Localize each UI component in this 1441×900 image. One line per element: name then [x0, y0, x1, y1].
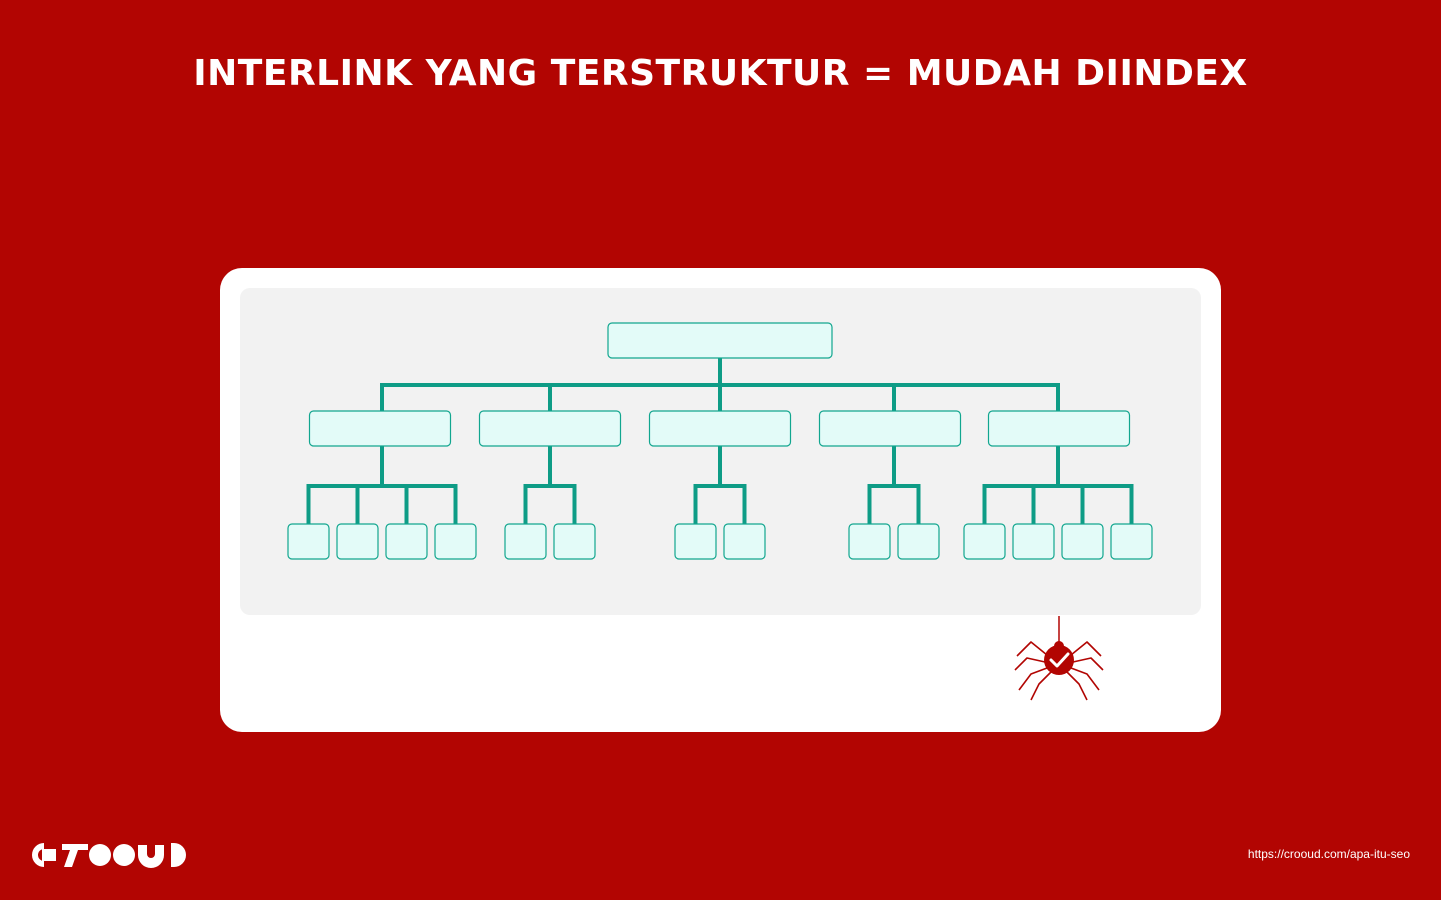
- leaf-node: [723, 523, 766, 560]
- check-icon: [1049, 652, 1070, 668]
- spider-leg: [1070, 641, 1102, 657]
- leaf-node: [336, 523, 379, 560]
- tree-nodes: [287, 322, 1153, 560]
- leaf-node: [1061, 523, 1104, 560]
- branch-node: [818, 410, 962, 447]
- leaf-node: [1012, 523, 1055, 560]
- branch-node: [648, 410, 792, 447]
- branch-node: [308, 410, 452, 447]
- leaf-node: [963, 523, 1006, 560]
- leaf-node: [434, 523, 477, 560]
- spider-body: [1044, 645, 1074, 675]
- leaf-node: [1110, 523, 1153, 560]
- leaf-node: [553, 523, 596, 560]
- branch-node: [478, 410, 622, 447]
- spider-leg: [1030, 671, 1052, 701]
- leaf-node: [504, 523, 547, 560]
- leaf-node: [287, 523, 330, 560]
- branch-node: [987, 410, 1131, 447]
- spider-leg: [1014, 657, 1046, 671]
- spider-leg: [1070, 667, 1100, 691]
- crooud-logo-icon: [32, 843, 186, 868]
- leaf-node: [848, 523, 891, 560]
- source-url[interactable]: https://crooud.com/apa-itu-seo: [1247, 847, 1410, 861]
- spider-leg: [1072, 657, 1104, 671]
- leaf-node: [674, 523, 717, 560]
- page-title: INTERLINK YANG TERSTRUKTUR = MUDAH DIIND…: [193, 53, 1248, 94]
- spider-check-icon: [1014, 616, 1104, 701]
- root-node: [607, 322, 833, 359]
- spider-leg: [1066, 671, 1088, 701]
- spider-leg: [1016, 641, 1048, 657]
- leaf-node: [897, 523, 940, 560]
- spider-leg: [1018, 667, 1048, 691]
- tree-connectors: [306, 356, 1134, 526]
- leaf-node: [385, 523, 428, 560]
